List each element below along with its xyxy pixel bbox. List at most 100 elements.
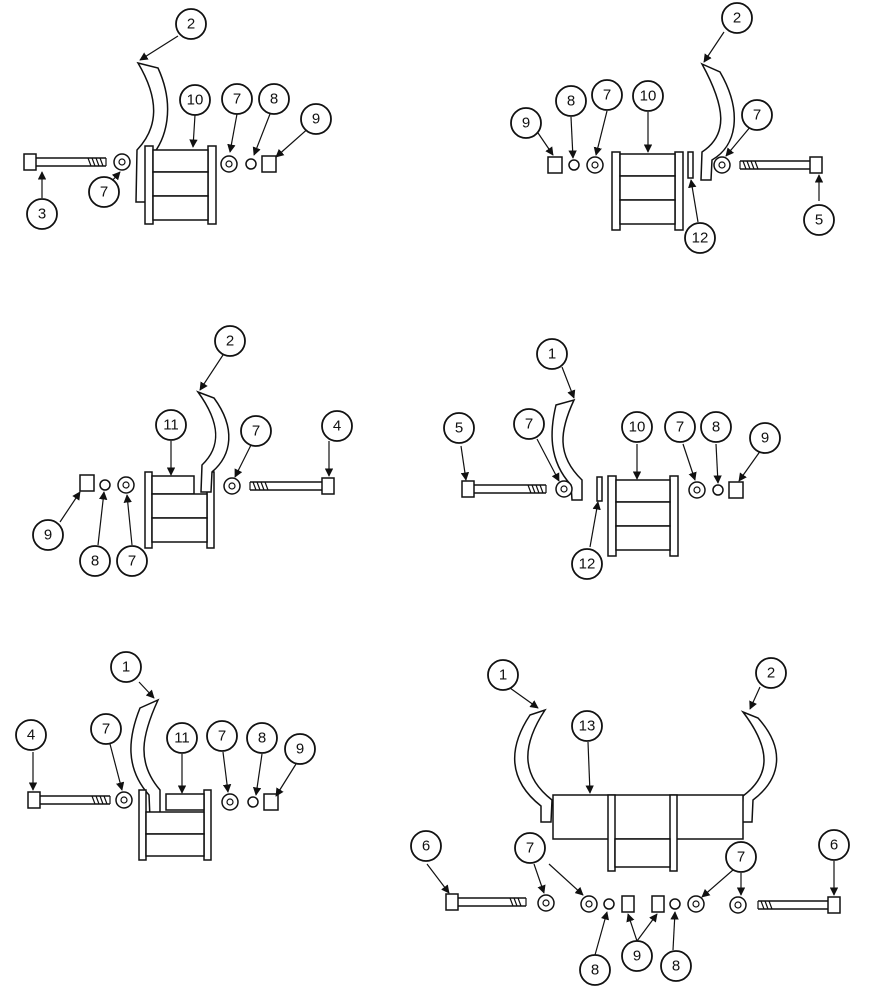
callout-e4: 11 — [166, 722, 198, 754]
svg-text:7: 7 — [100, 184, 108, 201]
callout-a5: 9 — [300, 103, 332, 135]
callout-b2: 9 — [510, 107, 542, 139]
callout-e5: 7 — [206, 720, 238, 752]
callout-d5: 7 — [664, 411, 696, 443]
callout-d2: 5 — [443, 412, 475, 444]
svg-text:8: 8 — [672, 958, 680, 975]
svg-text:9: 9 — [44, 527, 52, 544]
shank-part — [551, 398, 583, 501]
shank-part — [740, 710, 778, 823]
svg-text:1: 1 — [122, 659, 130, 676]
assembly-middle-left — [79, 390, 335, 549]
callout-f2: 2 — [755, 657, 787, 689]
callout-e3: 7 — [90, 713, 122, 745]
svg-text:11: 11 — [163, 417, 179, 434]
svg-text:8: 8 — [270, 91, 278, 108]
shank-part — [195, 390, 230, 493]
callout-d7: 9 — [749, 422, 781, 454]
svg-text:9: 9 — [761, 430, 769, 447]
spacer-part — [596, 476, 603, 502]
callout-c4: 4 — [321, 410, 353, 442]
callout-d6: 8 — [700, 411, 732, 443]
bolt-part — [249, 477, 335, 495]
svg-text:8: 8 — [91, 553, 99, 570]
callout-f10: 8 — [660, 950, 692, 982]
callout-c3: 7 — [240, 415, 272, 447]
svg-text:2: 2 — [187, 16, 195, 33]
nut-part — [621, 895, 635, 913]
assembly-bottom-right — [445, 708, 841, 914]
svg-text:1: 1 — [499, 667, 507, 684]
washer-part — [223, 477, 241, 495]
svg-text:11: 11 — [174, 730, 190, 747]
svg-text:7: 7 — [737, 849, 745, 866]
callout-e6: 8 — [246, 722, 278, 754]
callout-d8: 12 — [571, 548, 603, 580]
nut-part — [547, 156, 563, 174]
svg-text:7: 7 — [526, 840, 534, 857]
lockwasher-part — [247, 796, 259, 808]
svg-text:7: 7 — [218, 728, 226, 745]
washer-part — [688, 481, 706, 499]
svg-text:2: 2 — [767, 665, 775, 682]
svg-text:4: 4 — [27, 727, 35, 744]
washer-part — [117, 476, 135, 494]
callout-a7: 7 — [88, 176, 120, 208]
callout-c2: 11 — [155, 409, 187, 441]
svg-text:7: 7 — [252, 423, 260, 440]
washer-part — [537, 894, 555, 912]
svg-text:7: 7 — [525, 416, 533, 433]
bolt-part — [445, 893, 527, 911]
bolt-part — [461, 480, 547, 498]
callout-b5: 10 — [632, 80, 664, 112]
callout-e7: 9 — [284, 733, 316, 765]
lockwasher-part — [603, 898, 615, 910]
lockwasher-part — [99, 479, 111, 491]
svg-text:7: 7 — [753, 107, 761, 124]
callout-f1: 1 — [487, 659, 519, 691]
nut-part — [79, 474, 95, 492]
spacer-part — [687, 151, 694, 179]
callout-b1: 2 — [721, 2, 753, 34]
callout-b3: 8 — [555, 85, 587, 117]
callouts: 2 10 7 8 9 3 7 2 9 8 7 10 7 5 12 2 11 7 … — [15, 2, 850, 986]
svg-text:8: 8 — [712, 419, 720, 436]
washer-part — [586, 156, 604, 174]
washer-part — [113, 153, 131, 171]
callout-e2: 4 — [15, 719, 47, 751]
shank-part — [513, 708, 553, 823]
svg-text:6: 6 — [422, 838, 430, 855]
bolt-part — [757, 896, 841, 914]
bracket-part — [144, 145, 217, 225]
lockwasher-part — [712, 484, 724, 496]
bracket-part — [607, 475, 679, 557]
svg-text:7: 7 — [603, 87, 611, 104]
bracket-part — [611, 151, 684, 231]
callout-f6: 7 — [725, 841, 757, 873]
svg-text:9: 9 — [296, 741, 304, 758]
lockwasher-part — [245, 158, 257, 170]
wide-bracket-part — [552, 794, 744, 872]
washer-part — [221, 793, 239, 811]
svg-text:9: 9 — [633, 948, 641, 965]
washer-part — [687, 895, 705, 913]
callout-b7: 5 — [803, 204, 835, 236]
svg-text:8: 8 — [567, 93, 575, 110]
nut-part — [263, 793, 279, 811]
leader-lines — [28, 31, 839, 956]
svg-text:13: 13 — [579, 718, 596, 735]
bracket-part — [138, 789, 212, 861]
callout-f4: 6 — [410, 830, 442, 862]
svg-text:9: 9 — [522, 115, 530, 132]
bolt-part — [23, 153, 107, 171]
callout-c1: 2 — [214, 325, 246, 357]
lockwasher-part — [568, 159, 580, 171]
washer-part — [713, 156, 731, 174]
callout-f9: 9 — [621, 940, 653, 972]
svg-text:1: 1 — [548, 346, 556, 363]
svg-text:7: 7 — [233, 91, 241, 108]
callout-f5: 7 — [514, 832, 546, 864]
svg-text:4: 4 — [333, 418, 341, 435]
